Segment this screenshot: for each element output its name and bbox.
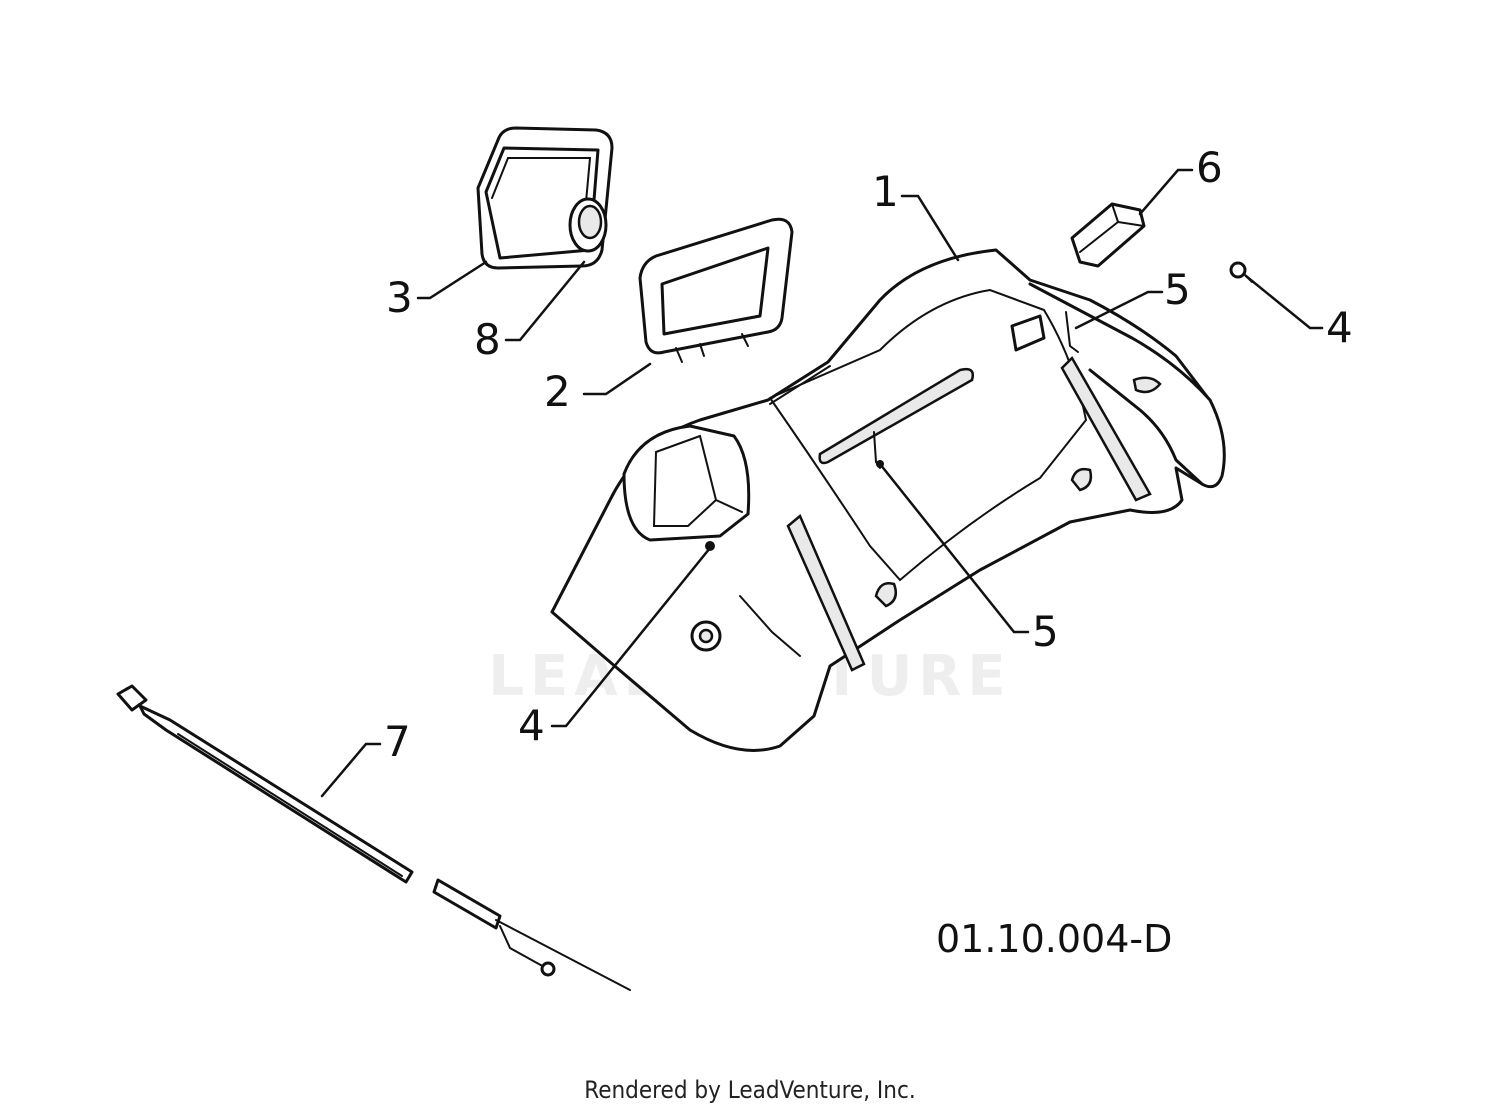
leader-line-7	[320, 742, 382, 798]
light-bezel-part	[638, 217, 794, 363]
leader-line-5-top	[1074, 290, 1164, 330]
leader-dot-4-left	[705, 541, 715, 551]
leader-line-8	[504, 260, 586, 342]
callout-2: 2	[544, 367, 571, 416]
switch-part	[1070, 202, 1146, 268]
callout-8: 8	[474, 315, 501, 364]
diagram-reference-code: 01.10.004-D	[936, 917, 1172, 961]
leader-line-4-left	[550, 546, 712, 728]
callout-3: 3	[386, 273, 413, 322]
callout-4-left: 4	[518, 701, 545, 750]
leader-line-3	[416, 260, 488, 300]
headlight-housing-part	[476, 126, 614, 270]
render-credit-footer: Rendered by LeadVenture, Inc.	[584, 1076, 915, 1104]
leader-line-4-right	[1244, 274, 1324, 330]
callout-4-right: 4	[1326, 303, 1353, 352]
leader-line-6	[1138, 168, 1194, 216]
leader-line-1	[900, 194, 960, 262]
callout-6: 6	[1196, 143, 1223, 192]
hood-cover-part	[550, 248, 1226, 752]
callout-7: 7	[384, 717, 411, 766]
callout-1: 1	[872, 167, 899, 216]
cable-harness-part	[116, 684, 631, 991]
clip-part-right	[1065, 311, 1079, 353]
leader-line-2	[582, 362, 652, 396]
leader-dot-5-bottom	[876, 460, 884, 468]
callout-5-bottom: 5	[1032, 607, 1059, 656]
callout-5-top: 5	[1164, 265, 1191, 314]
leader-line-5-bottom	[878, 462, 1030, 634]
